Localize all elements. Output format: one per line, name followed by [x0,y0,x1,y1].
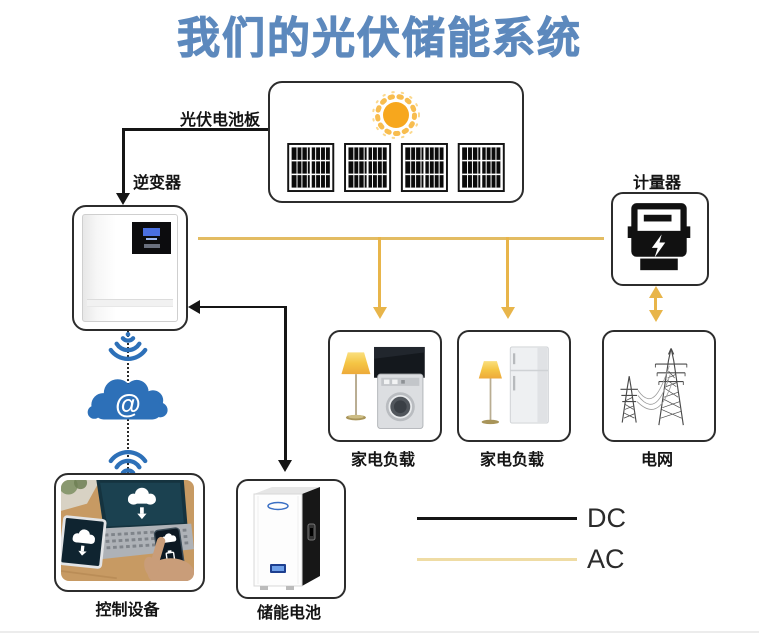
sun-icon [372,91,420,139]
pv-panel-label: 光伏电池板 [179,112,260,129]
control-devices-photo [61,480,194,581]
arrow-into-battery-icon [278,460,292,472]
electric-meter-icon [627,203,691,271]
load-appliances-box-2 [457,330,571,442]
legend-ac-line [417,558,577,561]
lamp-fridge-icon [478,346,549,425]
wifi-icon-down [108,332,148,361]
meter-box [611,192,709,286]
pv-to-inverter-line [122,128,268,131]
inverter-label: 逆变器 [133,175,182,192]
grid-label: 电网 [640,452,673,469]
at-symbol: @ [115,389,141,419]
ac-drop-load2 [506,237,509,309]
legend-ac-label: AC [587,544,625,574]
arrow-to-grid-icon [648,310,663,322]
battery-box [236,479,346,599]
load2-label: 家电负载 [479,452,544,469]
lamp-tv-washer-icon [341,346,425,429]
legend-dc-label: DC [587,503,626,533]
ac-bus-line [198,237,604,240]
grid-box [602,330,716,442]
inverter-box [72,205,188,331]
arrow-to-load1-icon [372,307,387,319]
arrow-to-meter-icon [648,286,663,298]
battery-line-drop [284,305,287,462]
ac-drop-load1 [378,237,381,309]
pv-array-box [268,81,524,203]
load-appliances-box-1 [328,330,442,442]
inverter-display [131,222,172,255]
battery-to-inverter-line [198,305,286,308]
load1-label: 家电负载 [350,452,415,469]
legend-dc-line [417,517,577,520]
transmission-towers-icon [620,348,688,426]
inverter-device-icon [82,214,178,322]
arrow-to-load2-icon [500,307,515,319]
control-devices-box [54,473,205,592]
storage-battery-icon [253,487,320,590]
arrow-into-inverter-icon [116,193,130,205]
page-title: 我们的光伏储能系统 [177,15,582,64]
arrow-into-inverter-side-icon [188,300,200,314]
cloud-icon: @ [87,379,168,420]
control-label: 控制设备 [95,602,160,619]
battery-label: 储能电池 [256,605,321,622]
meter-grid-line [654,296,657,312]
pv-to-inverter-line-drop [122,128,125,194]
solar-panels-icon [287,143,505,192]
meter-label: 计量器 [633,175,682,192]
